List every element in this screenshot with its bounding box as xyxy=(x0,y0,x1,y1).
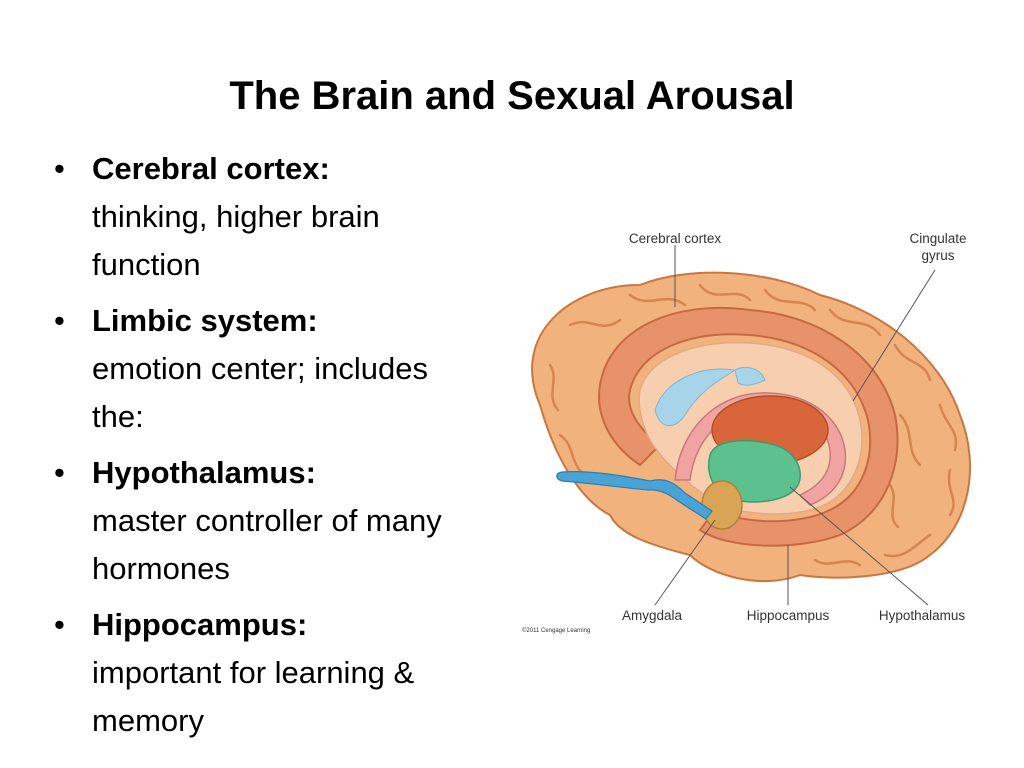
bullet-marker: • xyxy=(54,303,65,338)
slide-title: The Brain and Sexual Arousal xyxy=(229,74,795,118)
bullet-limbic-system: • Limbic system: emotion center; include… xyxy=(50,297,480,441)
copyright-text: ©2011 Cengage Learning xyxy=(522,627,590,634)
bullet-description: important for learning & memory xyxy=(92,655,415,738)
bullet-marker: • xyxy=(54,607,65,642)
bullet-description: master controller of many hormones xyxy=(92,503,442,586)
label-cerebral-cortex: Cerebral cortex xyxy=(629,231,722,246)
label-amygdala: Amygdala xyxy=(622,608,683,623)
bullet-term: Cerebral cortex: xyxy=(92,151,330,186)
bullet-term: Hippocampus: xyxy=(92,607,308,642)
label-cingulate-line2: gyrus xyxy=(921,248,954,263)
brain-svg: Cerebral cortex Cingulate gyrus Amygdala… xyxy=(522,231,971,634)
bullet-term: Hypothalamus: xyxy=(92,455,316,490)
bullet-cerebral-cortex: • Cerebral cortex: thinking, higher brai… xyxy=(50,145,480,289)
bullet-description: emotion center; includes the: xyxy=(92,351,429,434)
label-hippocampus: Hippocampus xyxy=(747,608,830,623)
brain-diagram: Cerebral cortex Cingulate gyrus Amygdala… xyxy=(500,215,1000,645)
bullet-term: Limbic system: xyxy=(92,303,318,338)
bullet-hippocampus: • Hippocampus: important for learning & … xyxy=(50,601,480,745)
cingulate-gyrus-shape xyxy=(598,306,899,547)
bullet-hypothalamus: • Hypothalamus: master controller of man… xyxy=(50,449,480,593)
label-hypothalamus: Hypothalamus xyxy=(879,608,966,623)
leader-lines xyxy=(654,245,936,606)
bullet-description: thinking, higher brain function xyxy=(92,199,380,282)
olfactory-tract-shape xyxy=(556,471,713,520)
ventricle-shape xyxy=(654,367,766,427)
bullet-list: • Cerebral cortex: thinking, higher brai… xyxy=(50,145,480,753)
bullet-marker: • xyxy=(54,151,65,186)
amygdala-shape xyxy=(701,480,743,530)
bullet-marker: • xyxy=(54,455,65,490)
label-cingulate-line1: Cingulate xyxy=(909,231,966,246)
